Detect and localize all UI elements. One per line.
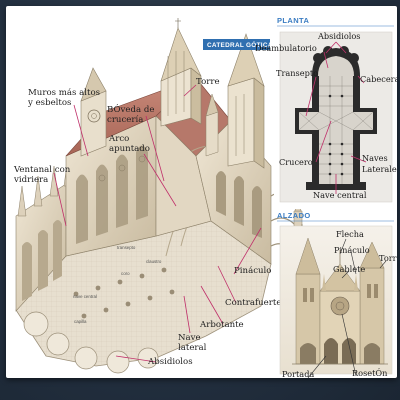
plan-panel: PLANTA bbox=[255, 13, 397, 209]
elevation-panel: ALZADO bbox=[277, 211, 397, 378]
label-torre-main: Torre bbox=[196, 77, 220, 87]
label-muros-line1: Muros más altos bbox=[28, 87, 100, 98]
main-leader-lines bbox=[53, 84, 262, 363]
plan-title: PLANTA bbox=[277, 16, 309, 25]
label-arco-line2: apuntado bbox=[109, 144, 150, 154]
plan-label-naves-line2: Laterales bbox=[362, 164, 397, 174]
elev-label-portada: Portada bbox=[282, 369, 314, 378]
plan-leader-lines bbox=[305, 41, 367, 194]
label-pinaculo-main: Pináculo bbox=[234, 265, 271, 276]
diagram-card: CATEDRAL GÓTICA transepto claustro coro … bbox=[6, 6, 397, 378]
elev-label-flecha: Flecha bbox=[336, 229, 364, 239]
plan-label-cabecera: Cabecera bbox=[360, 74, 397, 84]
cathedral-diagram: CATEDRAL GÓTICA transepto claustro coro … bbox=[13, 13, 397, 378]
facade-drawing bbox=[292, 237, 388, 365]
floor-label-capilla: capilla bbox=[74, 319, 87, 324]
elev-label-pinaculo: Pináculo bbox=[334, 245, 370, 255]
label-absidiolos-main: Absidiolos bbox=[147, 357, 193, 367]
floor-label-claustro: claustro bbox=[146, 259, 162, 264]
plan-label-nave-central: Nave central bbox=[313, 190, 367, 200]
label-boveda-line1: BÓveda de bbox=[107, 103, 154, 115]
floor-label-transepto: transepto bbox=[117, 245, 136, 250]
label-ventanal-line1: Ventanal con bbox=[13, 165, 71, 175]
plan-label-crucero: Crucero bbox=[279, 157, 313, 167]
plan-label-naves-line1: Naves bbox=[362, 153, 388, 163]
plan-label-transepto: Transepto bbox=[276, 68, 318, 78]
elev-label-roseton: RosetÓn bbox=[352, 368, 388, 378]
plan-label-deambulatorio: Deambulatorio bbox=[255, 43, 317, 53]
elevation-title: ALZADO bbox=[277, 211, 311, 220]
label-nave-lateral-line1: Nave bbox=[178, 333, 201, 343]
label-arco-line1: Arco bbox=[108, 134, 129, 144]
elev-label-gablete: Gablete bbox=[333, 264, 365, 274]
elev-label-torre: Torre bbox=[379, 253, 397, 263]
floor-label-nave-central: nave central bbox=[73, 294, 97, 299]
label-nave-lateral-line2: lateral bbox=[178, 343, 207, 353]
label-boveda-line2: crucería bbox=[107, 114, 143, 125]
header-tag: CATEDRAL GÓTICA bbox=[207, 40, 273, 49]
cathedral-cutaway-illustration: CATEDRAL GÓTICA transepto claustro coro … bbox=[13, 18, 307, 374]
label-muros-line2: y esbeltos bbox=[27, 98, 71, 108]
label-ventanal-line2: vidriera bbox=[13, 175, 48, 185]
right-tower bbox=[227, 33, 265, 169]
label-contrafuerte: Contrafuerte bbox=[225, 298, 281, 308]
label-arbotante: Arbotante bbox=[199, 320, 244, 330]
header-tag-background bbox=[203, 39, 270, 50]
plan-label-absidiolos: Absidiolos bbox=[317, 31, 361, 41]
main-tower bbox=[160, 18, 202, 127]
elevation-leader-lines bbox=[307, 238, 387, 378]
floor-label-coro: coro bbox=[121, 271, 130, 276]
floor-chapels bbox=[23, 311, 159, 374]
